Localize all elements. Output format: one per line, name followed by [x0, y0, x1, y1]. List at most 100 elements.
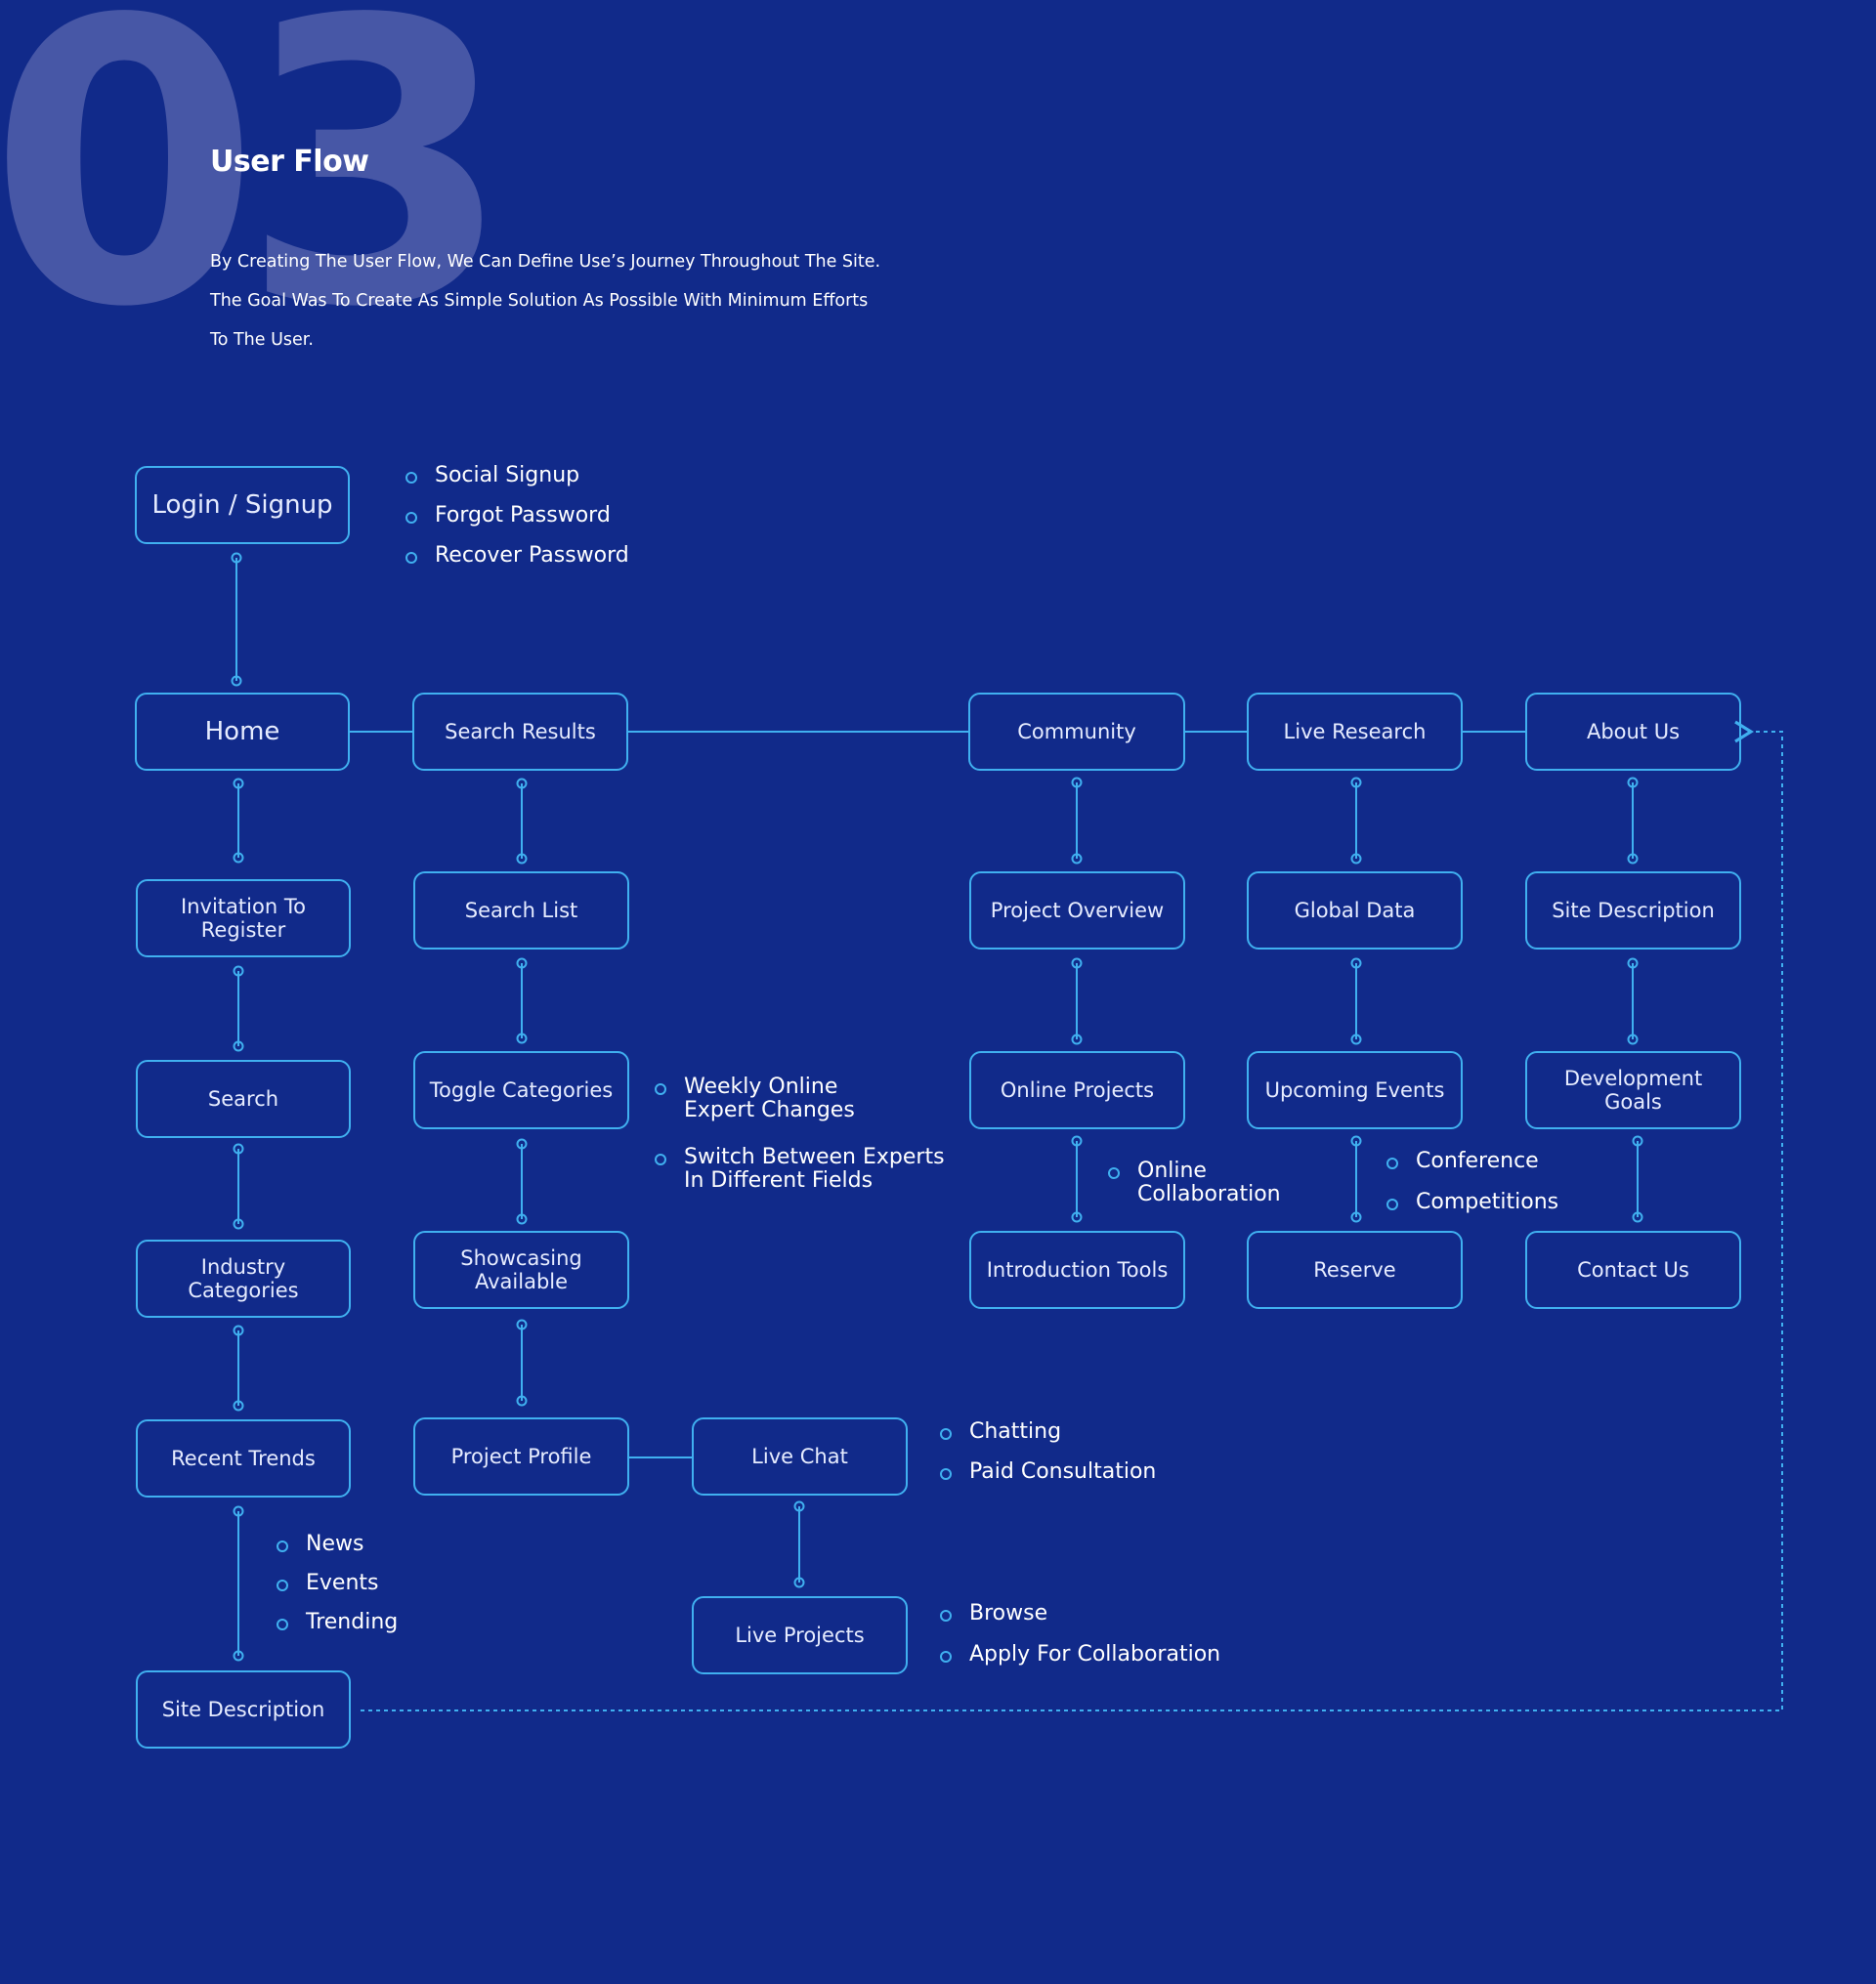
connector-node [233, 1400, 244, 1412]
bullet-icon [277, 1619, 288, 1630]
bullet-icon [1108, 1167, 1120, 1179]
list-item: Apply For Collaboration [940, 1643, 1220, 1667]
list-item: News [277, 1533, 398, 1556]
connector-node [233, 778, 244, 789]
list-item: Conference [1386, 1150, 1558, 1173]
node-search-results[interactable]: Search Results [412, 693, 628, 771]
note-text: Browse [969, 1601, 1048, 1625]
list-item: Paid Consultation [940, 1460, 1156, 1484]
note-text: Competitions [1416, 1190, 1559, 1214]
connector-node [793, 1577, 805, 1588]
connector-node [233, 1325, 244, 1336]
node-search-list[interactable]: Search List [413, 871, 629, 950]
connector-node [233, 965, 244, 977]
note-text: News [306, 1532, 364, 1556]
intro-line: By Creating The User Flow, We Can Define… [210, 252, 881, 272]
node-development-goals[interactable]: Development Goals [1525, 1051, 1741, 1129]
connector-node [231, 552, 242, 564]
recent-trends-notes: News Events Trending [277, 1533, 398, 1634]
node-industry-categories[interactable]: Industry Categories [136, 1240, 351, 1318]
connector-node [516, 1213, 528, 1225]
connector-node [233, 1218, 244, 1230]
node-online-projects[interactable]: Online Projects [969, 1051, 1185, 1129]
node-showcasing-available[interactable]: Showcasing Available [413, 1231, 629, 1309]
node-introduction-tools[interactable]: Introduction Tools [969, 1231, 1185, 1309]
connector-node [516, 778, 528, 789]
node-community[interactable]: Community [968, 693, 1185, 771]
list-item: Events [277, 1572, 398, 1595]
connector-node [1627, 957, 1639, 969]
connector-node [516, 1395, 528, 1407]
connector-node [231, 675, 242, 687]
bullet-icon [655, 1083, 666, 1095]
intro-line: The Goal Was To Create As Simple Solutio… [210, 291, 869, 311]
bullet-icon [940, 1468, 952, 1480]
connector-node [1350, 853, 1362, 865]
note-text: Chatting [969, 1419, 1062, 1444]
node-contact-us[interactable]: Contact Us [1525, 1231, 1741, 1309]
connector-node [1350, 957, 1362, 969]
node-recent-trends[interactable]: Recent Trends [136, 1419, 351, 1498]
node-project-profile[interactable]: Project Profile [413, 1417, 629, 1496]
online-projects-notes: Online Collaboration [1108, 1160, 1281, 1206]
bullet-icon [405, 512, 417, 524]
note-text: Switch Between Experts In Different Fiel… [684, 1145, 945, 1193]
connector-node [516, 853, 528, 865]
node-live-research[interactable]: Live Research [1247, 693, 1463, 771]
list-item: Competitions [1386, 1191, 1558, 1214]
node-project-overview[interactable]: Project Overview [969, 871, 1185, 950]
connector-node [1350, 1211, 1362, 1223]
node-invitation-to-register[interactable]: Invitation To Register [136, 879, 351, 957]
node-search[interactable]: Search [136, 1060, 351, 1138]
connector-node [1071, 957, 1083, 969]
connector-node [1071, 853, 1083, 865]
node-site-description-bottom[interactable]: Site Description [136, 1670, 351, 1749]
note-text: Weekly Online Expert Changes [684, 1075, 855, 1122]
node-global-data[interactable]: Global Data [1247, 871, 1463, 950]
node-home[interactable]: Home [135, 693, 350, 771]
list-item: Social Signup [405, 464, 629, 487]
connector-node [233, 1143, 244, 1155]
list-item: Online Collaboration [1108, 1160, 1281, 1206]
page-title: User Flow [210, 145, 369, 179]
connector-node [1071, 1211, 1083, 1223]
connector-node [1350, 1135, 1362, 1147]
node-live-projects[interactable]: Live Projects [692, 1596, 908, 1674]
intro-text: By Creating The User Flow, We Can Define… [210, 242, 953, 359]
node-reserve[interactable]: Reserve [1247, 1231, 1463, 1309]
bullet-icon [277, 1541, 288, 1552]
node-live-chat[interactable]: Live Chat [692, 1417, 908, 1496]
connector-node [233, 852, 244, 864]
note-text: Social Signup [435, 463, 580, 487]
bullet-icon [940, 1651, 952, 1663]
note-text: Paid Consultation [969, 1459, 1157, 1484]
connector-node [1627, 853, 1639, 865]
intro-line: To The User. [210, 330, 314, 350]
list-item: Browse [940, 1602, 1220, 1625]
connector-node [233, 1650, 244, 1662]
note-text: Conference [1416, 1149, 1539, 1173]
node-toggle-categories[interactable]: Toggle Categories [413, 1051, 629, 1129]
connector-node [1627, 1034, 1639, 1045]
connector-node [516, 1319, 528, 1330]
list-item: Trending [277, 1611, 398, 1634]
bullet-icon [405, 552, 417, 564]
live-chat-notes: Chatting Paid Consultation [940, 1420, 1156, 1484]
note-text: Recover Password [435, 543, 629, 568]
connector-node [1071, 777, 1083, 788]
node-upcoming-events[interactable]: Upcoming Events [1247, 1051, 1463, 1129]
connector-node [233, 1040, 244, 1052]
node-login-signup[interactable]: Login / Signup [135, 466, 350, 544]
connector-node [1350, 1034, 1362, 1045]
list-item: Forgot Password [405, 504, 629, 528]
connector-node [516, 1138, 528, 1150]
section-number: 03 [0, 0, 513, 393]
connector-node [1071, 1135, 1083, 1147]
bullet-icon [940, 1610, 952, 1622]
bullet-icon [940, 1428, 952, 1440]
node-about-us[interactable]: About Us [1525, 693, 1741, 771]
upcoming-events-notes: Conference Competitions [1386, 1150, 1558, 1214]
node-site-description-top[interactable]: Site Description [1525, 871, 1741, 950]
note-text: Trending [306, 1610, 399, 1634]
